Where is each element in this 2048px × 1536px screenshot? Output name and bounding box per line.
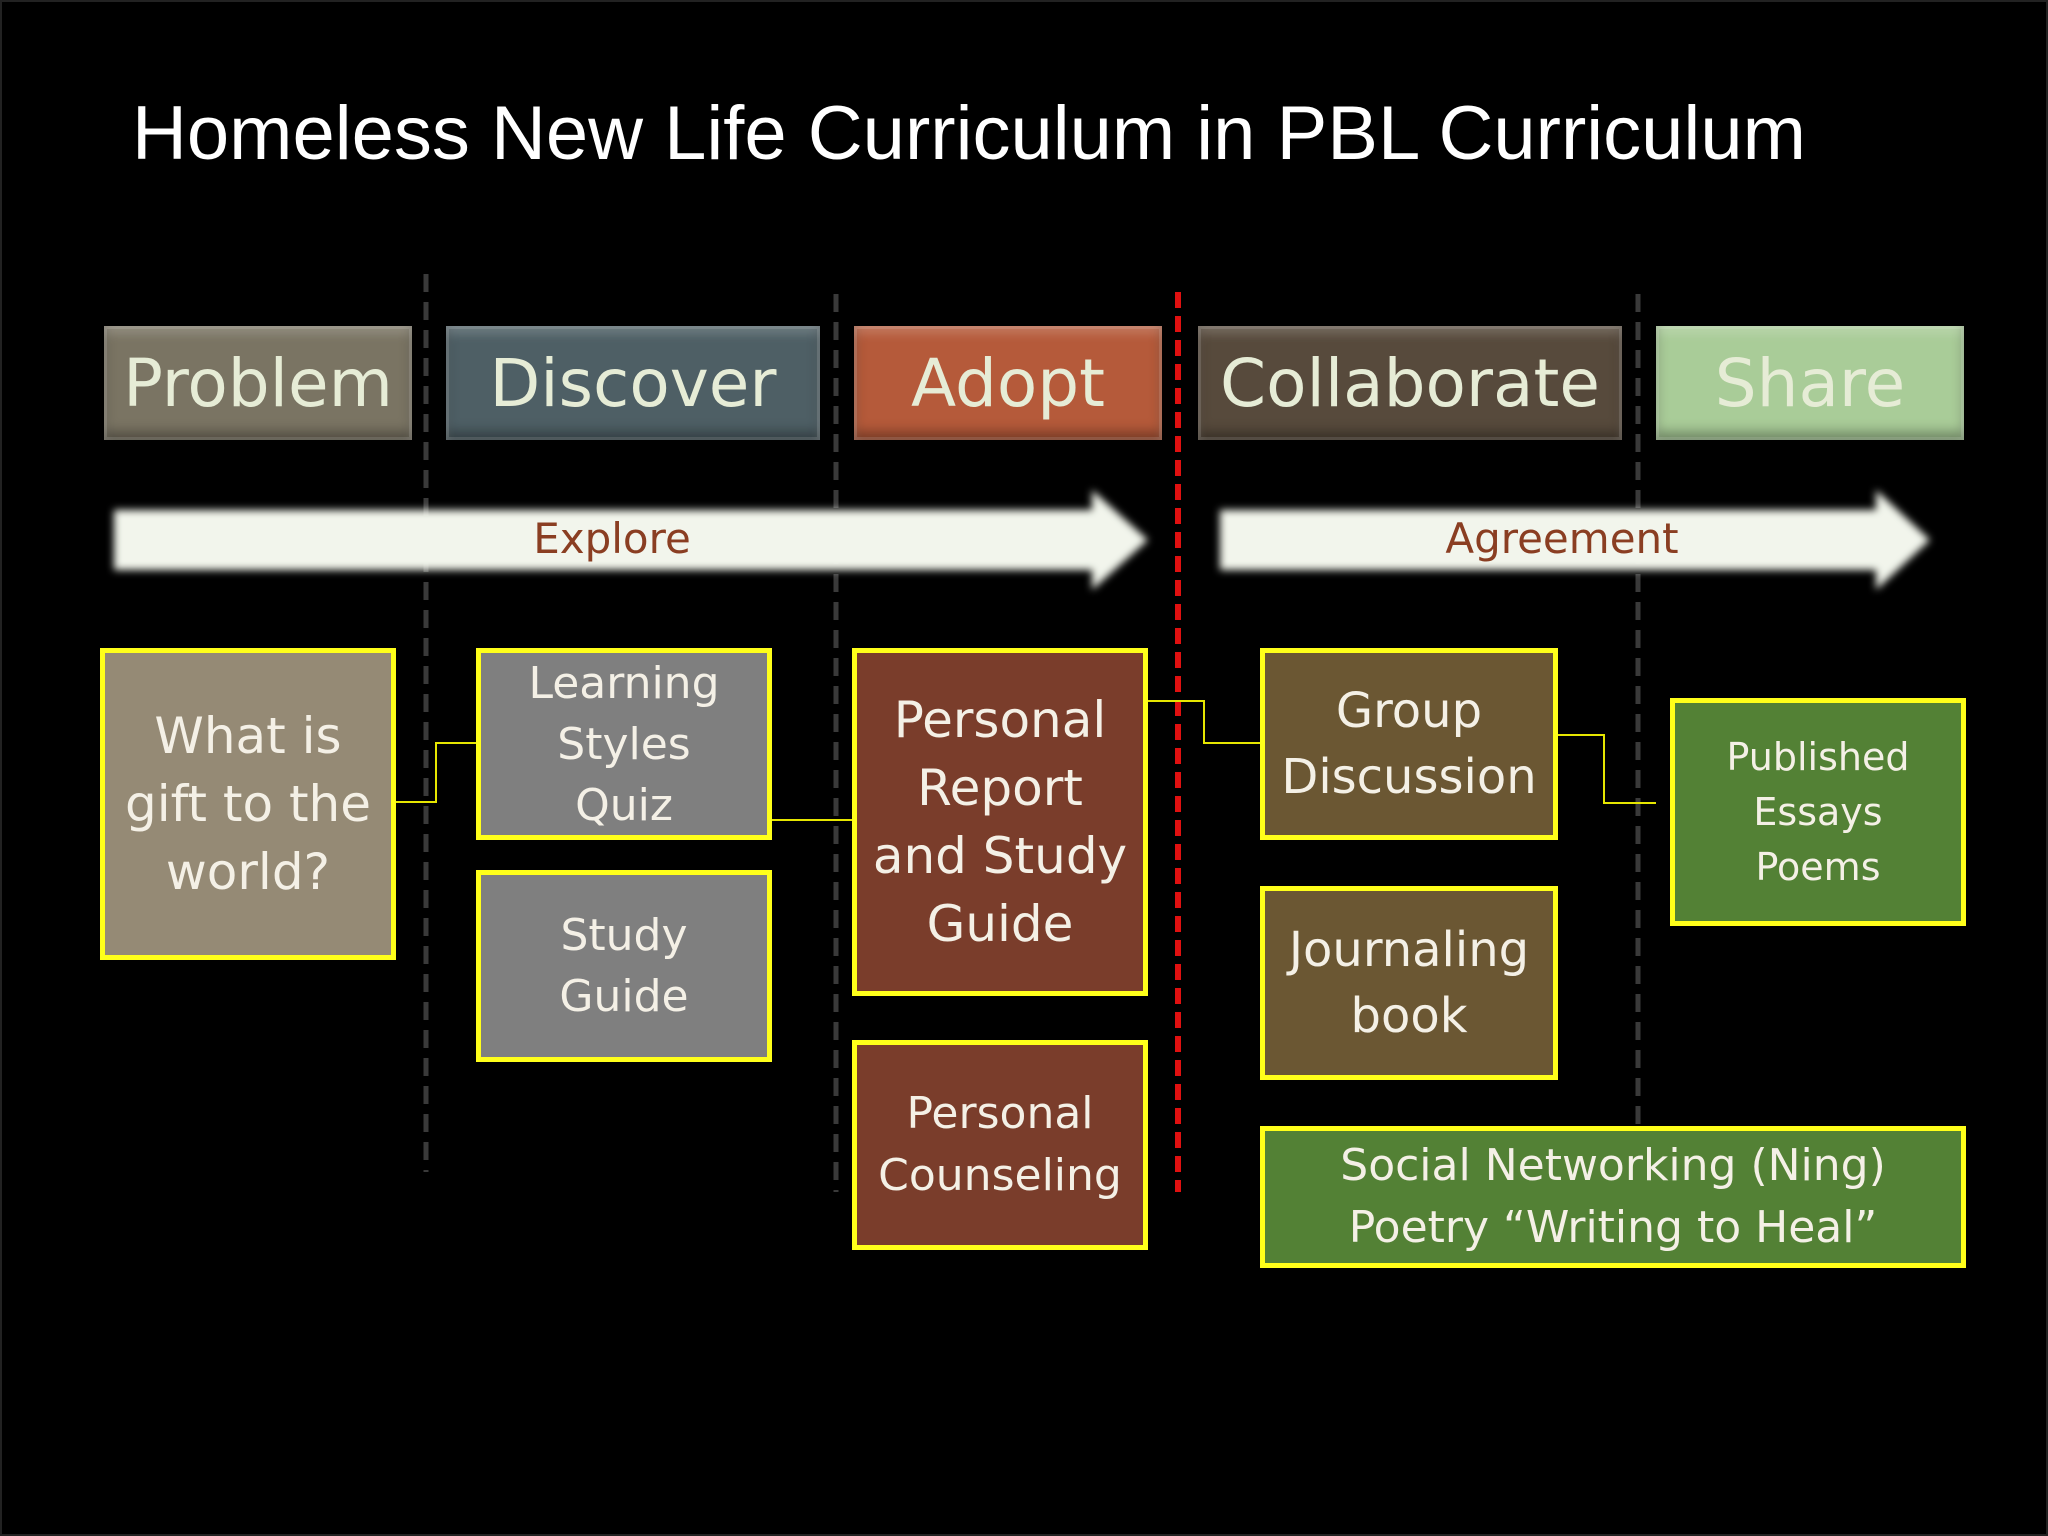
connector-report-discussion — [1146, 700, 1262, 744]
explore-arrow — [114, 490, 1148, 590]
stage-discover: Discover — [446, 326, 820, 440]
study-guide-box: Study Guide — [476, 870, 772, 1062]
agreement-arrow — [1220, 490, 1930, 590]
journaling-book-box: Journaling book — [1260, 886, 1558, 1080]
connector-discussion-published — [1556, 734, 1656, 804]
connector-gift-quiz — [394, 742, 478, 803]
gift-box: What is gift to the world? — [100, 648, 396, 960]
stage-collaborate: Collaborate — [1198, 326, 1622, 440]
slide-title: Homeless New Life Curriculum in PBL Curr… — [132, 91, 1806, 176]
learning-styles-quiz-box: Learning Styles Quiz — [476, 648, 772, 840]
group-discussion-box: Group Discussion — [1260, 648, 1558, 840]
explore-label: Explore — [533, 514, 691, 563]
agreement-label: Agreement — [1445, 514, 1679, 563]
stage-problem: Problem — [104, 326, 412, 440]
personal-counseling-box: Personal Counseling — [852, 1040, 1148, 1250]
published-essays-box: Published Essays Poems — [1670, 698, 1966, 926]
stage-adopt: Adopt — [854, 326, 1162, 440]
personal-report-box: Personal Report and Study Guide — [852, 648, 1148, 996]
stage-share: Share — [1656, 326, 1964, 440]
social-networking-box: Social Networking (Ning) Poetry “Writing… — [1260, 1126, 1966, 1268]
